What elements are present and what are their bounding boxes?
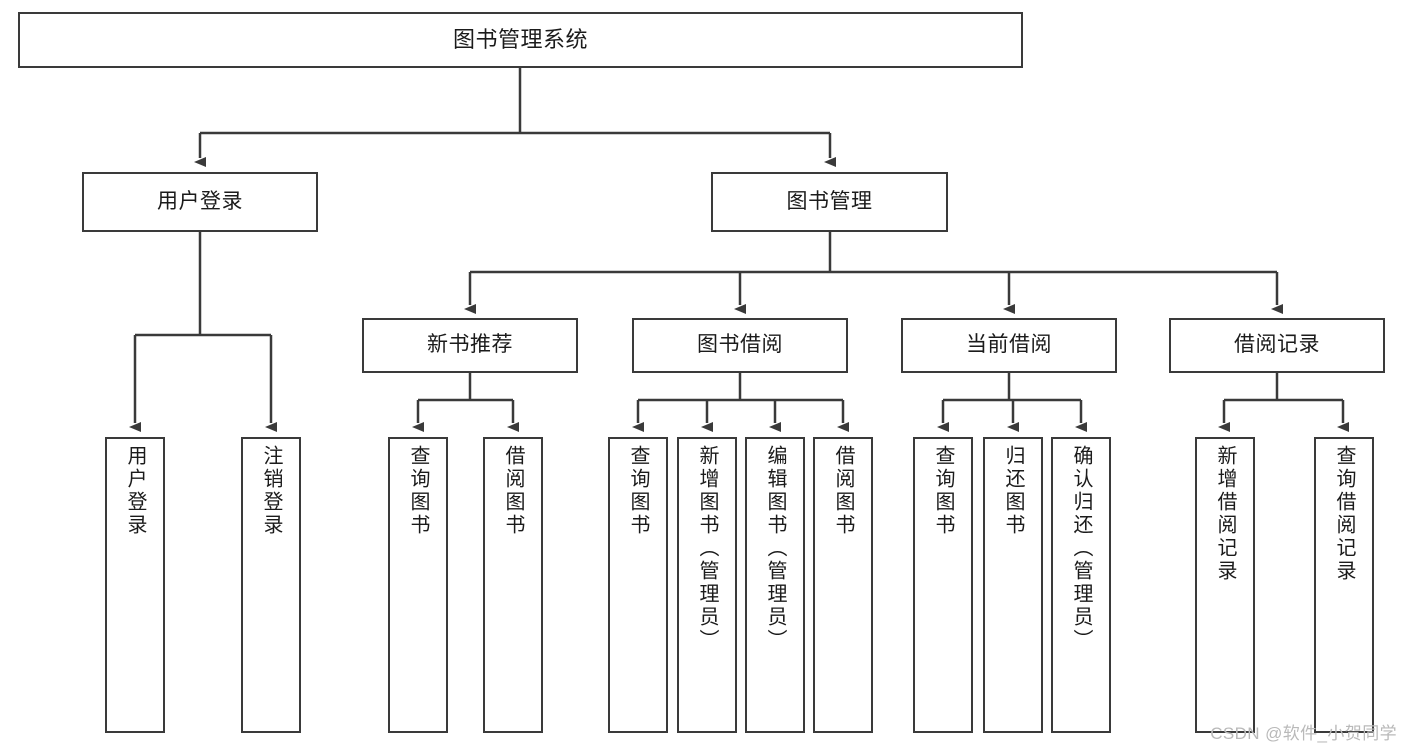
node-label: 查询图书 xyxy=(407,445,429,537)
node-leaf-logout[interactable]: 注销登录 xyxy=(241,437,301,733)
node-label: 图书管理 xyxy=(786,189,873,213)
node-label: 查询借阅记录 xyxy=(1333,445,1355,583)
node-leaf-confirm-return-admin[interactable]: 确认归还（管理员） xyxy=(1051,437,1111,733)
node-label: 新增图书（管理员） xyxy=(696,445,718,652)
node-leaf-add-book-admin[interactable]: 新增图书（管理员） xyxy=(677,437,737,733)
node-label: 查询图书 xyxy=(627,445,649,537)
node-label: 编辑图书（管理员） xyxy=(764,445,786,652)
node-label: 借阅记录 xyxy=(1234,333,1320,357)
node-leaf-borrow-book-new-rec[interactable]: 借阅图书 xyxy=(483,437,543,733)
node-leaf-user-login[interactable]: 用户登录 xyxy=(105,437,165,733)
node-user-login[interactable]: 用户登录 xyxy=(82,172,318,232)
node-book-management[interactable]: 图书管理 xyxy=(711,172,948,232)
node-label: 用户登录 xyxy=(157,189,243,213)
node-label: 用户登录 xyxy=(124,445,146,537)
node-leaf-add-borrow-record[interactable]: 新增借阅记录 xyxy=(1195,437,1255,733)
node-label: 借阅图书 xyxy=(832,445,854,537)
node-leaf-return-book[interactable]: 归还图书 xyxy=(983,437,1043,733)
node-label: 确认归还（管理员） xyxy=(1070,445,1092,652)
node-label: 归还图书 xyxy=(1002,445,1024,537)
node-label: 图书管理系统 xyxy=(452,27,588,53)
node-leaf-edit-book-admin[interactable]: 编辑图书（管理员） xyxy=(745,437,805,733)
node-new-book-recommendation[interactable]: 新书推荐 xyxy=(362,318,578,373)
node-label: 借阅图书 xyxy=(502,445,524,537)
node-label: 注销登录 xyxy=(260,445,282,537)
node-root-book-management-system[interactable]: 图书管理系统 xyxy=(18,12,1023,68)
node-leaf-query-book-new-rec[interactable]: 查询图书 xyxy=(388,437,448,733)
node-label: 当前借阅 xyxy=(966,333,1052,357)
node-borrowing-record[interactable]: 借阅记录 xyxy=(1169,318,1385,373)
node-leaf-query-borrow-record[interactable]: 查询借阅记录 xyxy=(1314,437,1374,733)
node-label: 新增借阅记录 xyxy=(1214,445,1236,583)
node-book-borrowing[interactable]: 图书借阅 xyxy=(632,318,848,373)
csdn-watermark: CSDN @软件_小贺同学 xyxy=(1210,724,1397,743)
node-current-borrowing[interactable]: 当前借阅 xyxy=(901,318,1117,373)
node-leaf-borrow-book[interactable]: 借阅图书 xyxy=(813,437,873,733)
node-leaf-query-book-borrow[interactable]: 查询图书 xyxy=(608,437,668,733)
node-label: 图书借阅 xyxy=(697,333,783,357)
node-label: 查询图书 xyxy=(932,445,954,537)
node-label: 新书推荐 xyxy=(427,333,513,357)
node-leaf-query-book-current[interactable]: 查询图书 xyxy=(913,437,973,733)
